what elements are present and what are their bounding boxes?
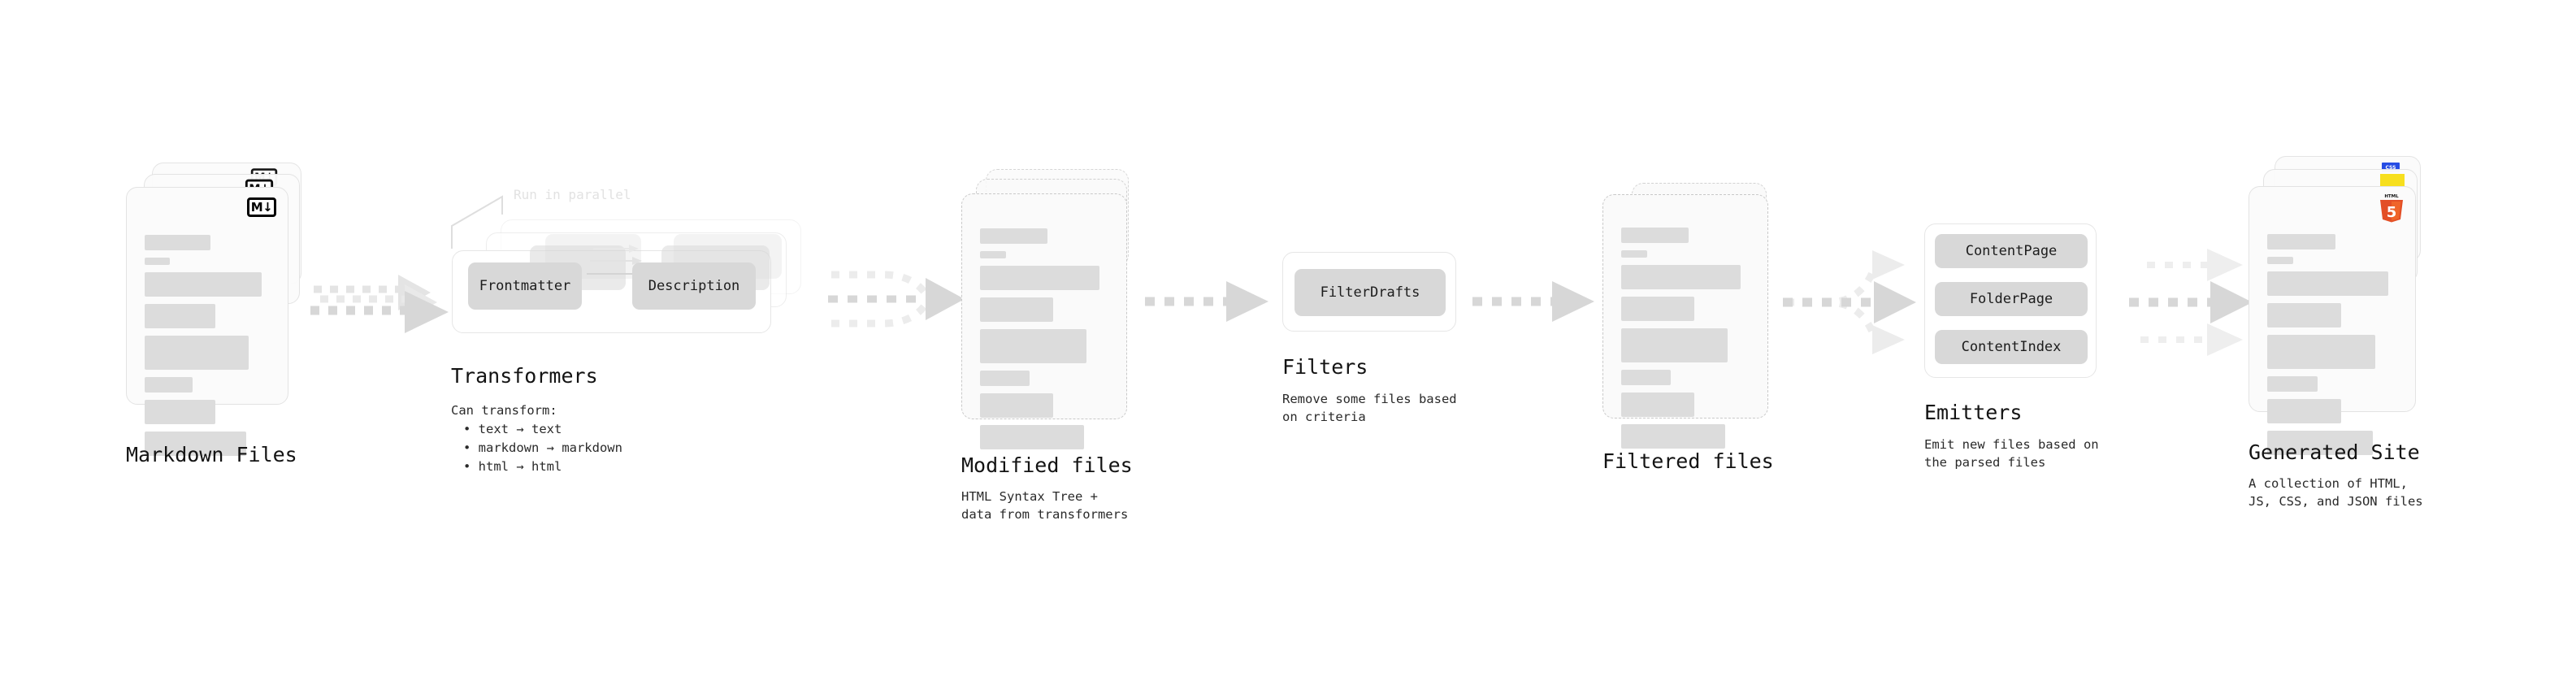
markdown-card-front: M↓ (126, 187, 288, 456)
content-bar (1621, 297, 1694, 321)
filtered-card-stack (1602, 183, 1781, 451)
content-bar (980, 329, 1087, 363)
connector-filtered-to-emitters (1781, 236, 1944, 374)
content-bar (980, 251, 1006, 258)
stage-title-emitters: Emitters (1924, 401, 2023, 424)
content-bar (145, 272, 262, 297)
stage-filtered-files: Filtered files (1602, 183, 1781, 473)
content-bar (145, 258, 171, 265)
connector-filters-to-filtered (1469, 281, 1615, 346)
pill-filterdrafts-label: FilterDrafts (1320, 284, 1420, 301)
stage-generated-site: CSS HTML 5 (2249, 156, 2435, 509)
content-bar (1621, 250, 1647, 258)
pill-contentindex[interactable]: ContentIndex (1935, 330, 2088, 364)
pill-contentpage-label: ContentPage (1965, 243, 2058, 259)
markdown-card-content (145, 235, 271, 456)
connector-modified-to-filters (1142, 281, 1288, 346)
modified-files-desc: HTML Syntax Tree + data from transformer… (961, 489, 1129, 523)
content-bar (145, 336, 249, 370)
content-bar (1621, 393, 1694, 417)
transformers-bullet-2: • html → html (463, 459, 562, 474)
content-bar (2267, 399, 2341, 423)
content-bar (2267, 234, 2336, 249)
stage-title-filtered-files: Filtered files (1602, 449, 1774, 473)
modified-card-content (980, 228, 1110, 449)
content-bar (145, 235, 211, 250)
connector-md-to-transformers (309, 268, 455, 358)
content-bar (1621, 328, 1728, 362)
stage-modified-files: Modified files HTML Syntax Tree + data f… (961, 169, 1140, 522)
content-bar (980, 266, 1100, 290)
html5-icon: HTML 5 (2378, 192, 2405, 223)
content-bar (980, 228, 1048, 244)
filters-box: FilterDrafts (1282, 252, 1456, 332)
content-bar (145, 304, 216, 328)
content-bar (1621, 228, 1689, 243)
stage-markdown-files: M↓ M↓ M↓ Markdown Files (126, 163, 305, 466)
content-bar (145, 377, 193, 393)
pill-folderpage[interactable]: FolderPage (1935, 282, 2088, 316)
filtered-card-front (1602, 194, 1768, 449)
css-icon-glyph: CSS (2385, 164, 2396, 171)
generated-site-desc: A collection of HTML, JS, CSS, and JSON … (2249, 476, 2423, 510)
content-bar (2267, 303, 2341, 327)
stage-title-modified-files: Modified files (961, 453, 1133, 477)
filters-desc: Remove some files based on criteria (1282, 392, 1457, 425)
svg-text:HTML: HTML (2384, 194, 2399, 199)
generated-card-front: HTML 5 (2249, 186, 2416, 455)
stage-title-filters: Filters (1282, 355, 1368, 379)
content-bar (2267, 271, 2389, 296)
content-bar (980, 371, 1030, 386)
content-bar (1621, 370, 1671, 385)
pill-contentpage[interactable]: ContentPage (1935, 234, 2088, 268)
markdown-icon: M↓ (247, 197, 276, 217)
pill-contentindex-label: ContentIndex (1961, 339, 2062, 355)
emitters-box: ContentPage FolderPage ContentIndex (1924, 223, 2097, 378)
transformers-desc: Can transform: (451, 403, 557, 418)
filtered-card-content (1621, 228, 1751, 449)
markdown-card-stack: M↓ M↓ M↓ (126, 163, 305, 456)
svg-text:5: 5 (2387, 204, 2397, 221)
content-bar (2267, 257, 2294, 264)
modified-card-stack (961, 169, 1140, 449)
content-bar (2267, 431, 2373, 455)
content-bar (980, 297, 1053, 322)
pill-frontmatter[interactable]: Frontmatter (468, 262, 582, 310)
content-bar (2267, 335, 2375, 369)
generated-card-stack: CSS HTML 5 (2249, 156, 2435, 455)
pill-description-label: Description (648, 278, 740, 294)
modified-card-front (961, 193, 1127, 449)
stage-title-transformers: Transformers (451, 364, 598, 388)
html5-shield-icon: HTML 5 (2380, 194, 2403, 223)
transformers-bullet-1: • markdown → markdown (463, 440, 622, 455)
emitters-desc: Emit new files based on the parsed files (1924, 437, 2099, 471)
content-bar (980, 425, 1084, 449)
pill-frontmatter-label: Frontmatter (479, 278, 571, 294)
run-in-parallel-label: Run in parallel (514, 187, 631, 202)
markdown-icon-glyph: M↓ (250, 199, 273, 215)
generated-card-content (2267, 234, 2399, 455)
content-bar (980, 393, 1053, 418)
transformers-bullet-0: • text → text (463, 422, 562, 436)
content-bar (145, 400, 216, 424)
content-bar (2267, 376, 2318, 392)
stage-title-markdown-files: Markdown Files (126, 443, 297, 466)
pill-filterdrafts[interactable]: FilterDrafts (1295, 269, 1446, 316)
content-bar (145, 432, 246, 456)
content-bar (1621, 265, 1741, 289)
pill-folderpage-label: FolderPage (1969, 291, 2053, 307)
stage-title-generated-site: Generated Site (2249, 440, 2420, 464)
content-bar (1621, 424, 1725, 449)
pill-description[interactable]: Description (632, 262, 756, 310)
